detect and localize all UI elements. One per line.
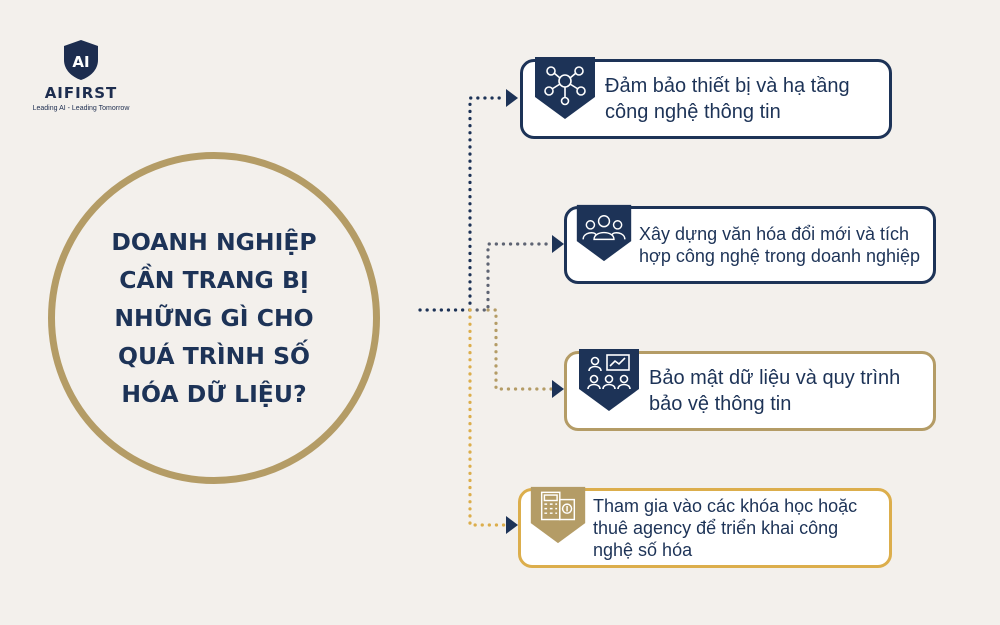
brand-name: AIFIRST xyxy=(44,84,118,102)
brand-tagline: Leading AI - Leading Tomorrow xyxy=(32,105,130,112)
item-card-1: Đảm bảo thiết bị và hạ tầng công nghệ th… xyxy=(520,57,892,139)
central-question-circle: DOANH NGHIỆP CẦN TRANG BỊ NHỮNG GÌ CHO Q… xyxy=(48,152,380,484)
meeting-presentation-icon xyxy=(579,349,639,411)
item-card-3: Bảo mật dữ liệu và quy trình bảo vệ thôn… xyxy=(564,349,936,431)
item-text-4: Tham gia vào các khóa học hoặc thuê agen… xyxy=(593,496,858,560)
logo: AI AIFIRST Leading AI - Leading Tomorrow xyxy=(26,38,136,112)
item-text-2: Xây dựng văn hóa đổi mới và tích hợp côn… xyxy=(639,224,921,266)
shield-logo-icon: AI xyxy=(64,40,98,80)
arrowhead-4 xyxy=(506,516,518,534)
network-people-icon xyxy=(535,57,595,119)
arrowhead-2 xyxy=(552,235,564,253)
arrowhead-3 xyxy=(552,380,564,398)
item-card-4: Tham gia vào các khóa học hoặc thuê agen… xyxy=(518,486,892,568)
team-icon xyxy=(576,204,632,262)
item-text-1: Đảm bảo thiết bị và hạ tầng công nghệ th… xyxy=(605,75,850,123)
arrowhead-1 xyxy=(506,89,518,107)
item-text-3: Bảo mật dữ liệu và quy trình bảo vệ thôn… xyxy=(649,367,901,415)
central-question: DOANH NGHIỆP CẦN TRANG BỊ NHỮNG GÌ CHO Q… xyxy=(111,228,317,408)
calculator-document-icon xyxy=(530,486,586,544)
logo-mark: AI xyxy=(72,53,89,71)
item-card-2: Xây dựng văn hóa đổi mới và tích hợp côn… xyxy=(564,204,936,284)
